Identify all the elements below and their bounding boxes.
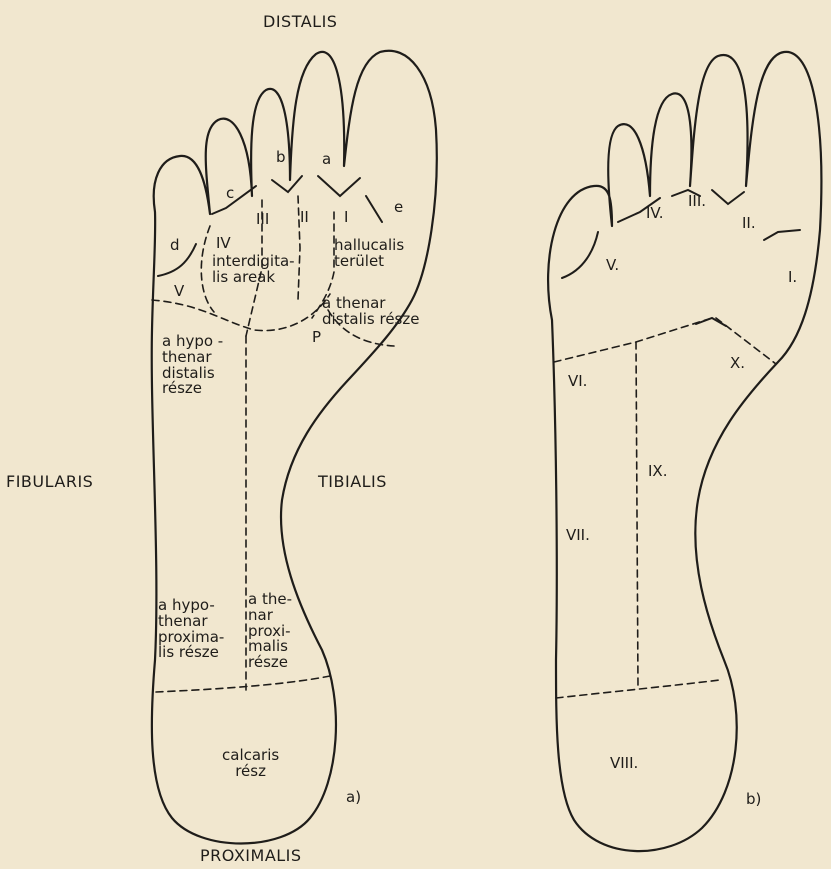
foot-a-dash-8 bbox=[156, 676, 330, 692]
foot-a-hypothenar-distal: a hypo - thenar distalis része bbox=[162, 334, 223, 397]
foot-a-crease-b bbox=[272, 176, 302, 192]
foot-a-p-marker: P bbox=[312, 330, 321, 346]
foot-a-toe-label-d: d bbox=[170, 238, 180, 254]
foot-a-hypothenar-proximal: a hypo- thenar proxima- lis része bbox=[158, 598, 224, 661]
foot-b-zone-ii: II. bbox=[742, 216, 756, 232]
foot-a-panel-label: a) bbox=[346, 790, 361, 806]
foot-a-calcaris: calcaris rész bbox=[222, 748, 279, 780]
foot-a-drawing bbox=[152, 51, 437, 844]
direction-fibularis: FIBULARIS bbox=[6, 474, 93, 491]
foot-a-toe-label-e: e bbox=[394, 200, 403, 216]
foot-a-toe-label-b: b bbox=[276, 150, 286, 166]
foot-b-zone-iii: III. bbox=[688, 194, 706, 210]
direction-distalis: DISTALIS bbox=[263, 14, 337, 31]
foot-b-zone-viii: VIII. bbox=[610, 756, 638, 772]
foot-b-crease-v bbox=[562, 232, 598, 278]
foot-b-zone-x: X. bbox=[730, 356, 745, 372]
direction-proximalis: PROXIMALIS bbox=[200, 848, 302, 865]
foot-b-dash-top bbox=[554, 318, 712, 362]
foot-a-numeral-ii: II bbox=[300, 210, 309, 226]
foot-a-crease-e bbox=[366, 196, 382, 222]
foot-b-crease-i bbox=[764, 230, 800, 240]
foot-a-toe-label-a: a bbox=[322, 152, 331, 168]
foot-a-thenar-distal: a thenar distalis része bbox=[322, 296, 419, 328]
foot-b-drawing bbox=[548, 52, 821, 851]
foot-a-outline bbox=[152, 51, 437, 844]
direction-tibialis: TIBIALIS bbox=[318, 474, 387, 491]
foot-a-hallucalis-area: hallucalis terület bbox=[334, 238, 404, 270]
foot-a-crease-a bbox=[318, 176, 360, 196]
foot-b-dash-x bbox=[716, 318, 776, 364]
foot-a-thenar-proximal: a the- nar proxi- malis része bbox=[248, 592, 292, 671]
foot-b-zone-ix: IX. bbox=[648, 464, 667, 480]
foot-b-zone-vi: VI. bbox=[568, 374, 587, 390]
foot-b-zone-iv: IV. bbox=[646, 206, 664, 222]
foot-a-numeral-iii: III bbox=[256, 212, 269, 228]
foot-a-interdigital-areas: interdigita- lis areak bbox=[212, 254, 295, 286]
foot-a-toe-label-c: c bbox=[226, 186, 234, 202]
foot-b-crease-ii bbox=[712, 190, 744, 204]
foot-a-numeral-i: I bbox=[344, 210, 348, 226]
foot-b-zone-v: V. bbox=[606, 258, 619, 274]
foot-b-zone-i: I. bbox=[788, 270, 797, 286]
foot-a-numeral-v: V bbox=[174, 284, 184, 300]
foot-a-numeral-iv: IV bbox=[216, 236, 231, 252]
foot-b-dash-ix bbox=[636, 342, 638, 688]
foot-b-panel-label: b) bbox=[746, 792, 761, 808]
foot-b-outline bbox=[548, 52, 821, 851]
foot-b-zone-vii: VII. bbox=[566, 528, 590, 544]
